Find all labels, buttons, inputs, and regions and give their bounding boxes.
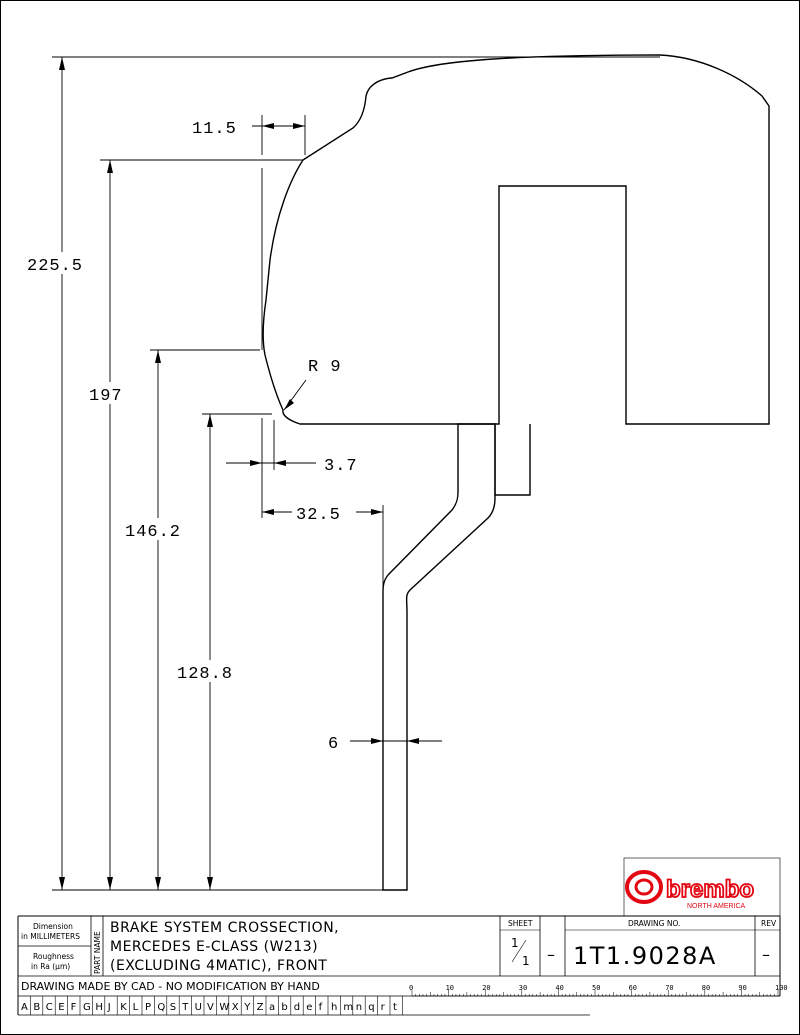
ref-letter: V <box>207 1002 214 1013</box>
ref-letter: r <box>381 1002 386 1013</box>
ref-letter: n <box>356 1002 362 1013</box>
ref-letter: K <box>120 1002 127 1013</box>
arrow <box>107 877 113 890</box>
scale-number: 60 <box>629 984 637 992</box>
scale-number: 90 <box>738 984 746 992</box>
arrow <box>284 399 294 410</box>
sheet-den: 1 <box>522 954 530 968</box>
scale-number: 100 <box>775 984 788 992</box>
ref-letter: W <box>219 1002 229 1013</box>
drawing-no-label: DRAWING NO. <box>628 919 680 928</box>
rev-label: REV <box>761 919 777 928</box>
arrow <box>250 460 262 466</box>
ref-letter: b <box>281 1002 287 1013</box>
arrow <box>107 160 113 173</box>
arrow <box>371 509 383 515</box>
arrow <box>371 738 383 744</box>
scale-number: 0 <box>409 984 413 992</box>
dim-label-225: 225.5 <box>27 257 83 276</box>
ref-letter: G <box>83 1002 91 1013</box>
ref-letter: X <box>232 1002 239 1013</box>
arrow <box>59 57 65 70</box>
logo-brand: brembo <box>666 876 754 903</box>
ref-letter: B <box>33 1002 40 1013</box>
ref-letter: a <box>269 1002 275 1013</box>
title-line-3: (EXCLUDING 4MATIC), FRONT <box>110 958 327 974</box>
disc-hat-profile <box>382 423 496 891</box>
ref-letter: e <box>306 1002 312 1013</box>
ref-letter: U <box>195 1002 202 1013</box>
cad-note: DRAWING MADE BY CAD - NO MODIFICATION BY… <box>21 980 320 993</box>
ref-letter: t <box>393 1002 397 1013</box>
title-line-1: BRAKE SYSTEM CROSSECTION, <box>110 920 339 936</box>
rev-value: – <box>762 945 770 964</box>
scale-number: 20 <box>482 984 490 992</box>
ref-letter: Q <box>157 1002 165 1013</box>
arrow <box>207 877 213 890</box>
ref-letter: h <box>331 1002 337 1013</box>
scale-number: 40 <box>555 984 563 992</box>
logo-sub: NORTH AMERICA <box>687 903 746 910</box>
ref-letter: H <box>95 1002 103 1013</box>
dim-label-2: in MILLIMETERS <box>21 932 80 941</box>
arrow <box>59 877 65 890</box>
caliper-outline <box>262 54 770 425</box>
ref-letter: J <box>107 1002 111 1013</box>
scale-number: 10 <box>446 984 454 992</box>
ref-letter: E <box>58 1002 64 1013</box>
ref-letter: q <box>368 1002 374 1013</box>
dim-label-197: 197 <box>89 387 123 406</box>
ref-letter: m <box>343 1002 353 1013</box>
ref-letter: S <box>170 1002 176 1013</box>
ref-letter: f <box>319 1002 323 1013</box>
dim-label-325: 32.5 <box>296 506 341 525</box>
ref-letter: L <box>133 1002 139 1013</box>
ref-letter: P <box>145 1002 151 1013</box>
ref-letter: Z <box>257 1002 264 1013</box>
hub-step <box>494 424 531 496</box>
scale-bar: 0 10 20 30 40 50 60 70 80 90 100 <box>409 984 788 997</box>
scale-number: 50 <box>592 984 600 992</box>
scale-number: 80 <box>702 984 710 992</box>
arrow <box>207 414 213 427</box>
scale-number: 30 <box>519 984 527 992</box>
scale-number: 70 <box>665 984 673 992</box>
dim-label-radius: R 9 <box>308 358 342 377</box>
ref-letter: A <box>21 1002 28 1013</box>
logo-box <box>623 857 781 917</box>
arrow <box>274 460 286 466</box>
rough-label-2: in Ra (μm) <box>31 962 70 971</box>
drawing-number: 1T1.9028A <box>573 942 717 970</box>
ref-letter: Y <box>243 1002 251 1013</box>
part-name-label: PART NAME <box>93 931 102 974</box>
ref-letter: C <box>46 1002 53 1013</box>
ref-letter: d <box>294 1002 300 1013</box>
dim-label-146: 146.2 <box>125 523 181 542</box>
arrow <box>155 350 161 363</box>
ref-letter: F <box>71 1002 77 1013</box>
arrow <box>155 877 161 890</box>
sheet-num: 1 <box>511 936 519 950</box>
arrow <box>293 123 305 129</box>
dim-label-37: 3.7 <box>324 457 358 476</box>
title-line-2: MERCEDES E-CLASS (W213) <box>110 939 318 955</box>
rough-label-1: Roughness <box>33 952 74 961</box>
brembo-logo-icon <box>625 870 663 904</box>
sheet-dash: – <box>547 945 555 964</box>
arrow <box>262 509 274 515</box>
dim-label-1: Dimension <box>33 922 73 931</box>
dim-label-6: 6 <box>328 735 339 754</box>
sheet-label: SHEET <box>508 919 533 928</box>
dim-label-128: 128.8 <box>177 665 233 684</box>
arrow <box>262 123 274 129</box>
arrow <box>407 738 419 744</box>
ref-letter: T <box>181 1002 189 1013</box>
dim-label-115: 11.5 <box>192 120 237 139</box>
